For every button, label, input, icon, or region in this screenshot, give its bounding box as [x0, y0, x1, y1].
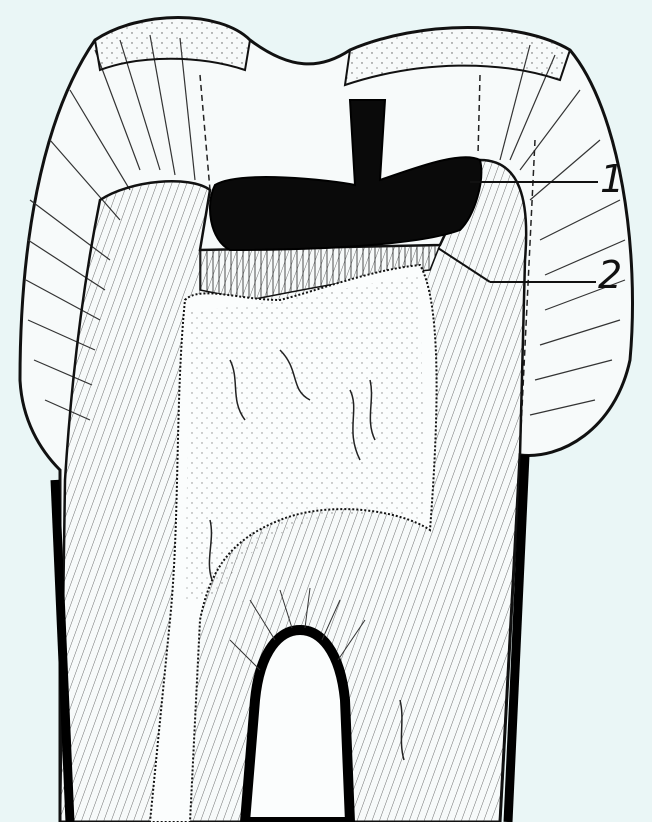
root-canal [245, 630, 350, 822]
callout-label-1: 1 [600, 160, 624, 198]
callout-label-2: 2 [598, 256, 622, 294]
